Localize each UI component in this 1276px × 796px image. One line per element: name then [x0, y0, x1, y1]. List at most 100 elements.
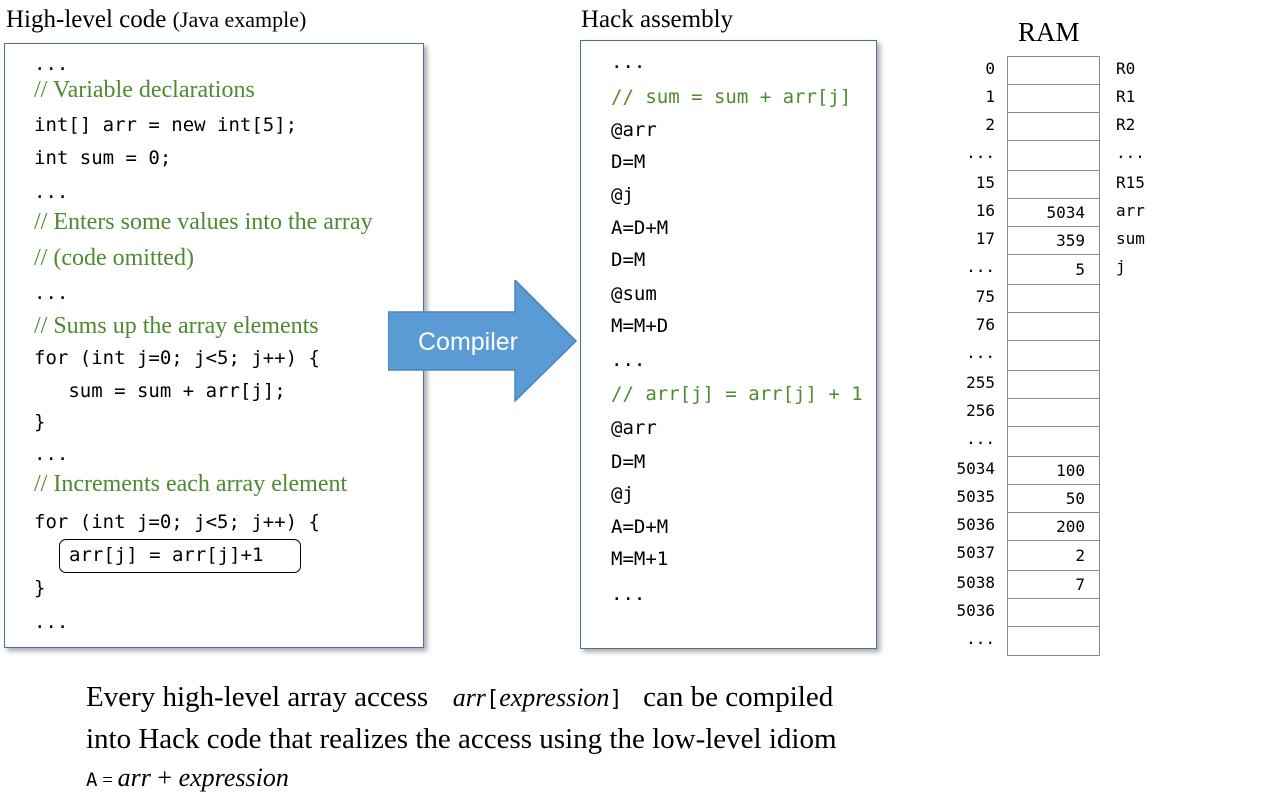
asm-line: @arr — [611, 119, 657, 141]
ram-label: R15 — [1116, 173, 1145, 192]
high-level-subtitle: (Java example) — [172, 7, 307, 32]
hack-assembly-title: Hack assembly — [581, 6, 734, 33]
footer-text-a: Every high-level array access — [86, 681, 429, 713]
code-line: ... — [34, 611, 69, 633]
footer-rbracket: ] — [609, 687, 623, 712]
asm-line: A=D+M — [611, 516, 669, 538]
ram-address: 76 — [975, 315, 995, 334]
code-comment: // Sums up the array elements — [34, 313, 319, 339]
highlight-box — [59, 539, 301, 573]
footer-text-b: can be compiled — [643, 681, 834, 713]
ram-cell: 5 — [1007, 254, 1100, 284]
high-level-title: High-level code (Java example) — [6, 6, 306, 34]
asm-line: @j — [611, 483, 634, 505]
ram-address: 1 — [985, 87, 995, 106]
ram-address: 5036 — [956, 601, 995, 620]
ram-cell — [1007, 598, 1100, 626]
asm-line: D=M — [611, 249, 646, 271]
ram-cell: 2 — [1007, 540, 1100, 570]
footer-line-3: A = arr + expression — [86, 763, 289, 793]
ram-cell — [1007, 140, 1100, 170]
ram-address: ... — [966, 257, 995, 276]
ram-label: sum — [1116, 229, 1145, 248]
ram-label: arr — [1116, 201, 1145, 220]
ram-cell — [1007, 426, 1100, 456]
compiler-arrow-shape — [388, 280, 578, 402]
code-line: } — [34, 411, 46, 433]
ram-cell: 100 — [1007, 456, 1100, 484]
asm-line: M=M+1 — [611, 548, 669, 570]
ram-cell: 50 — [1007, 484, 1100, 512]
ram-cell: 200 — [1007, 512, 1100, 540]
compiler-label: Compiler — [418, 328, 518, 356]
asm-line: @arr — [611, 417, 657, 439]
code-line: for (int j=0; j<5; j++) { — [34, 511, 320, 533]
ram-label: R1 — [1116, 87, 1136, 106]
ram-cell: 359 — [1007, 226, 1100, 254]
footer-arr: arr — [452, 683, 486, 712]
ram-address: ... — [966, 629, 995, 648]
footer-line-1: Every high-level array access arr[expres… — [86, 681, 833, 714]
code-comment: // Increments each array element — [34, 471, 348, 497]
ram-cell — [1007, 398, 1100, 426]
asm-line: A=D+M — [611, 217, 669, 239]
asm-line: M=M+D — [611, 315, 669, 337]
ram-label: ... — [1116, 143, 1145, 162]
ram-address: ... — [966, 429, 995, 448]
footer-arr-2: arr — [117, 763, 151, 792]
ram-address: 75 — [975, 287, 995, 306]
ram-label: R2 — [1116, 115, 1136, 134]
ram-address: 0 — [985, 59, 995, 78]
highlighted-code-line: arr[j] = arr[j]+1 — [69, 544, 264, 566]
asm-line: D=M — [611, 151, 646, 173]
footer-a-register: A — [86, 769, 98, 791]
ram-title: RAM — [1018, 17, 1080, 47]
ram-address: 5035 — [956, 487, 995, 506]
ram-cell — [1007, 626, 1100, 656]
footer-line-2: into Hack code that realizes the access … — [86, 723, 837, 755]
ram-cell — [1007, 312, 1100, 340]
high-level-title-text: High-level code — [6, 6, 167, 33]
footer-lbracket: [ — [485, 687, 500, 712]
code-line: ... — [34, 181, 69, 203]
ram-cell — [1007, 56, 1100, 84]
code-comment: // Enters some values into the array — [34, 209, 373, 235]
ram-label: R0 — [1116, 59, 1136, 78]
asm-line: D=M — [611, 451, 646, 473]
ram-cell — [1007, 84, 1100, 112]
ram-cell — [1007, 340, 1100, 370]
asm-comment: // sum = sum + arr[j] — [611, 86, 852, 108]
code-line: for (int j=0; j<5; j++) { — [34, 347, 320, 369]
code-line: ... — [34, 53, 69, 75]
asm-line: @j — [611, 184, 634, 206]
ram-cell — [1007, 370, 1100, 398]
ram-cell — [1007, 284, 1100, 312]
ram-address: 2 — [985, 115, 995, 134]
code-line: ... — [34, 443, 69, 465]
ram-address: 15 — [975, 173, 995, 192]
ram-address: ... — [966, 143, 995, 162]
asm-line: ... — [611, 51, 646, 73]
code-line: int sum = 0; — [34, 147, 172, 169]
code-line: ... — [34, 282, 69, 304]
asm-line: @sum — [611, 283, 657, 305]
ram-cell: 7 — [1007, 570, 1100, 598]
ram-address: 255 — [966, 373, 995, 392]
footer-plus: + — [150, 763, 179, 792]
footer-expression: expression — [499, 683, 610, 712]
ram-address: 17 — [975, 229, 995, 248]
code-comment: // (code omitted) — [34, 245, 194, 271]
compiler-arrow: Compiler — [388, 280, 578, 402]
footer-expression-2: expression — [178, 763, 289, 792]
ram-address: 16 — [975, 201, 995, 220]
asm-comment: // arr[j] = arr[j] + 1 — [611, 383, 863, 405]
ram-address: 5034 — [956, 459, 995, 478]
ram-cell — [1007, 112, 1100, 140]
code-comment: // Variable declarations — [34, 77, 255, 103]
ram-label: j — [1116, 257, 1126, 276]
asm-line: ... — [611, 583, 646, 605]
ram-address: ... — [966, 343, 995, 362]
code-line: sum = sum + arr[j]; — [34, 380, 286, 402]
ram-address: 5036 — [956, 515, 995, 534]
